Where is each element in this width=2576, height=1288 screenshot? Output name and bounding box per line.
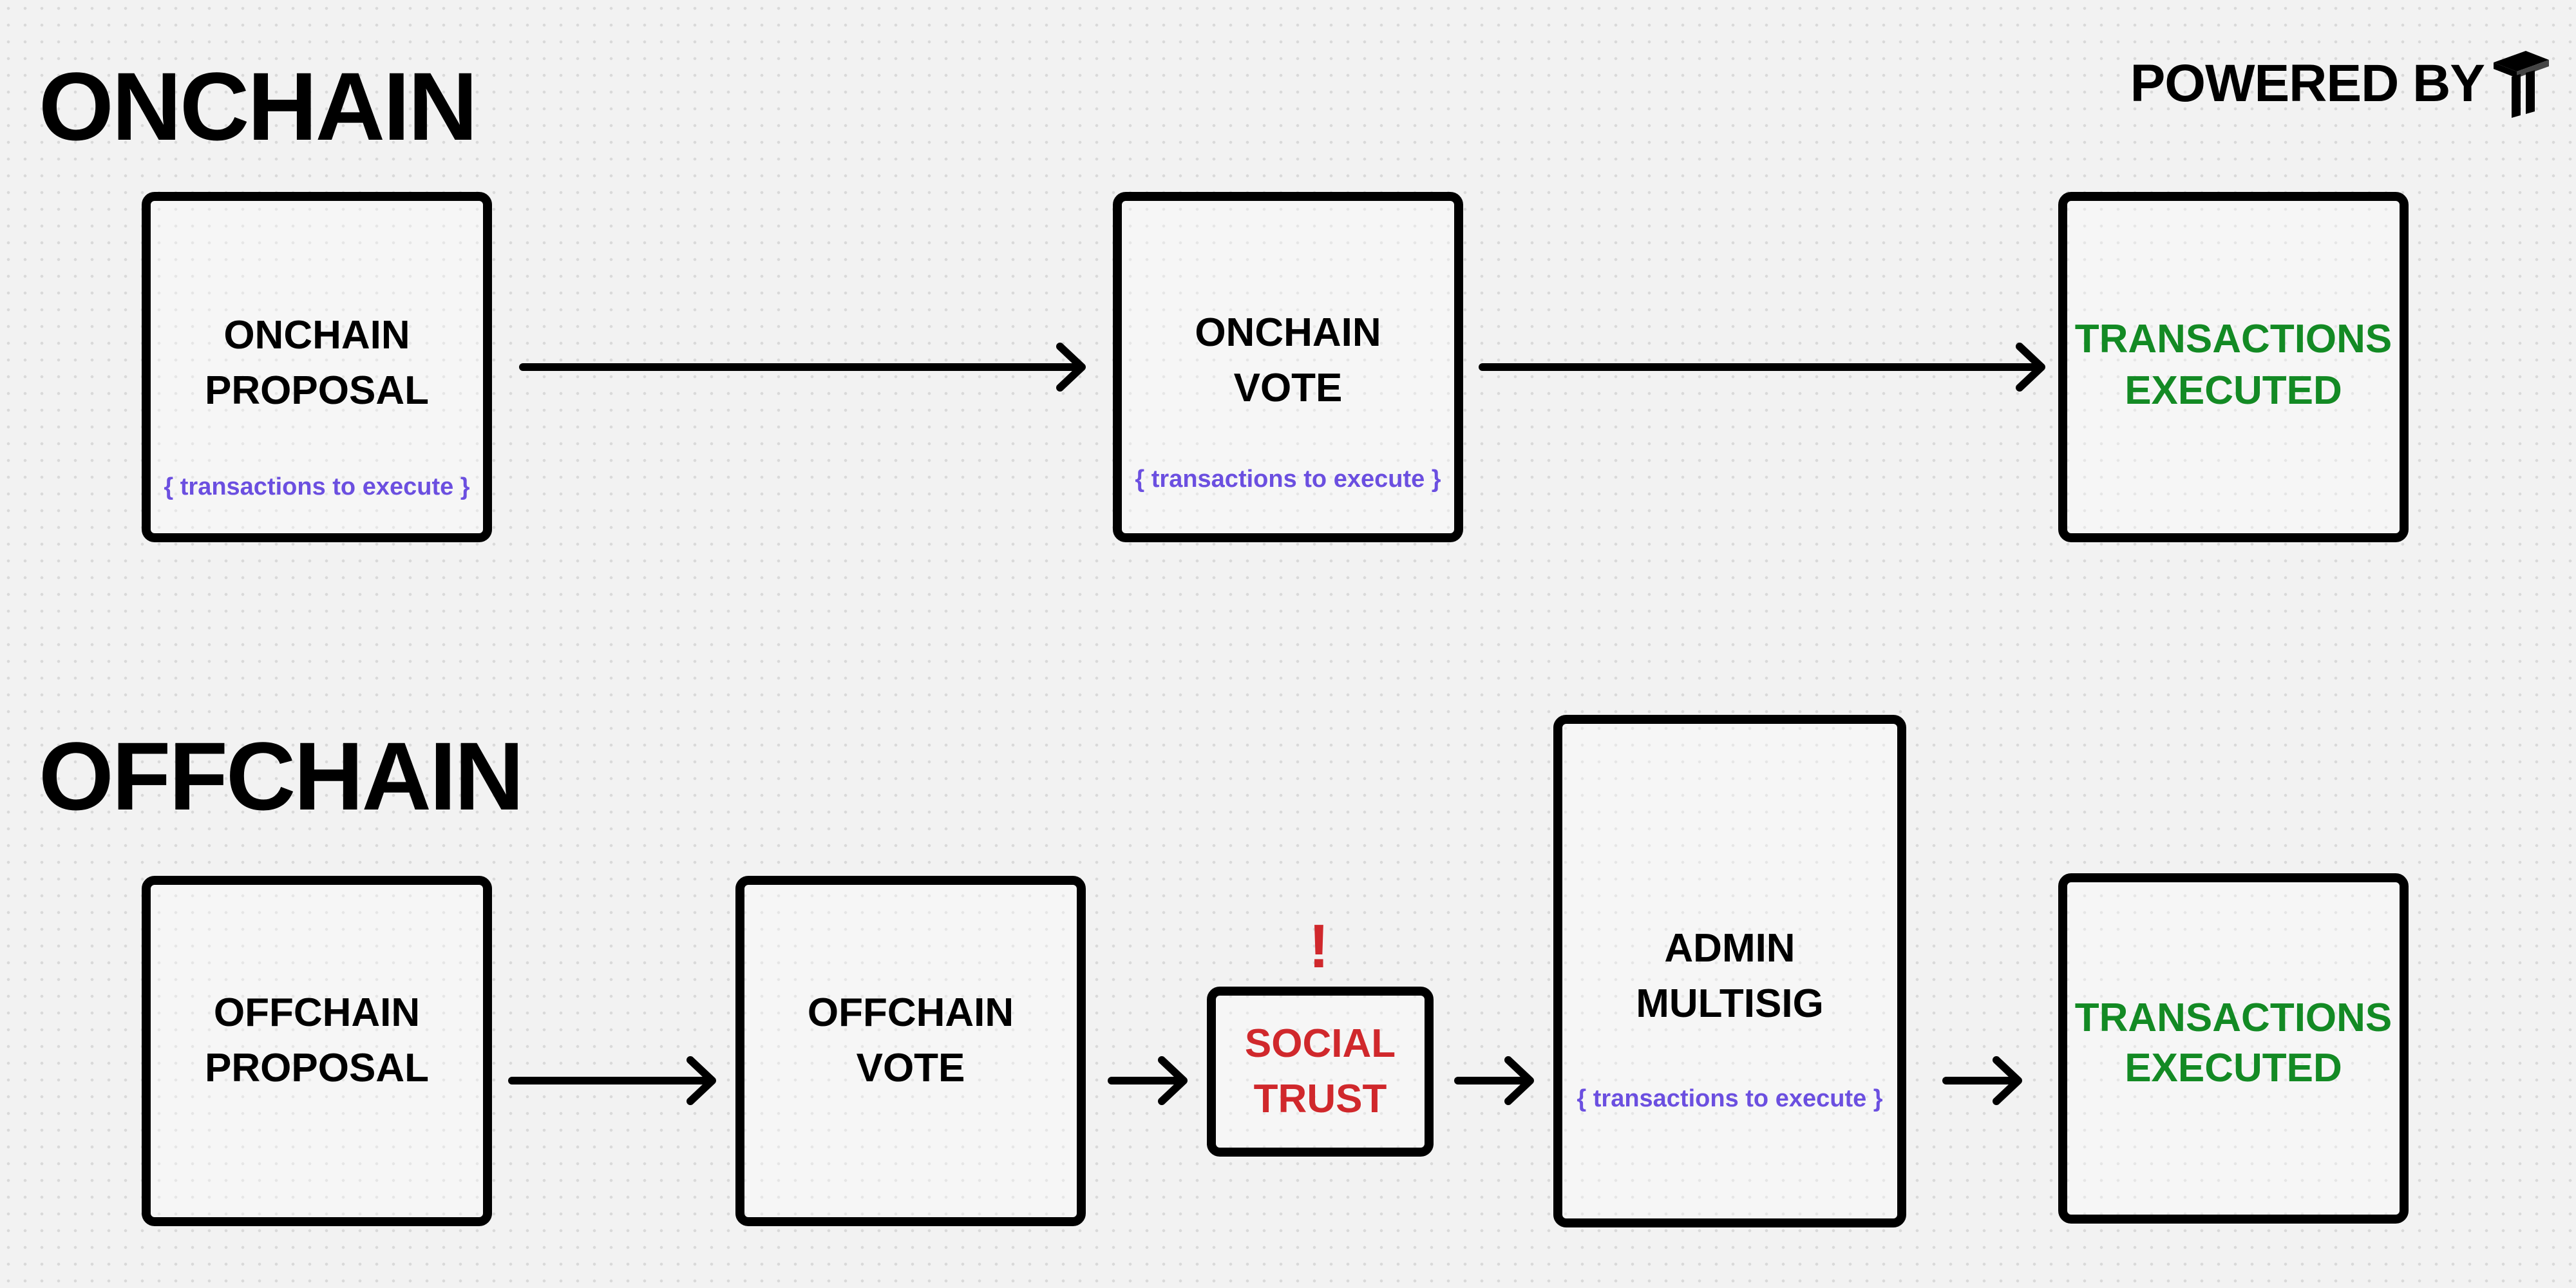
section-title-offchain: OFFCHAIN xyxy=(39,722,524,830)
offchain-proposal-label-line2: PROPOSAL xyxy=(205,1046,429,1090)
onchain-vote-box: ONCHAIN VOTE { transactions to execute } xyxy=(1113,192,1463,542)
arrow-onchain-vote-to-executed xyxy=(1479,343,2045,392)
powered-by-brand: POWERED BY xyxy=(2130,45,2550,122)
arrow-offchain-proposal-to-vote xyxy=(508,1056,716,1105)
social-trust-warning-mark: ! xyxy=(1309,912,1329,981)
section-title-onchain: ONCHAIN xyxy=(39,52,478,160)
arrow-social-trust-to-multisig xyxy=(1454,1056,1534,1105)
onchain-executed-label-line2: EXECUTED xyxy=(2125,368,2342,413)
offchain-vote-label-line2: VOTE xyxy=(856,1046,965,1090)
offchain-proposal-label-line1: OFFCHAIN xyxy=(213,990,421,1035)
onchain-proposal-label-line2: PROPOSAL xyxy=(205,368,429,413)
powered-by-text: POWERED BY xyxy=(2130,54,2485,113)
admin-multisig-label-line2: MULTISIG xyxy=(1636,981,1824,1026)
onchain-proposal-label-line1: ONCHAIN xyxy=(223,313,410,357)
admin-multisig-note: { transactions to execute } xyxy=(1577,1085,1883,1112)
arrow-multisig-to-executed xyxy=(1942,1056,2022,1105)
offchain-vote-label-line1: OFFCHAIN xyxy=(807,990,1014,1035)
onchain-executed-box: TRANSACTIONS EXECUTED xyxy=(2058,192,2409,542)
onchain-proposal-box: ONCHAIN PROPOSAL { transactions to execu… xyxy=(142,192,492,542)
offchain-vote-box: OFFCHAIN VOTE xyxy=(735,876,1086,1226)
offchain-proposal-box: OFFCHAIN PROPOSAL xyxy=(142,876,492,1226)
admin-multisig-box: ADMIN MULTISIG { transactions to execute… xyxy=(1553,715,1906,1227)
offchain-executed-label-line2: EXECUTED xyxy=(2125,1046,2342,1090)
onchain-executed-label-line1: TRANSACTIONS xyxy=(2074,317,2392,361)
onchain-proposal-note: { transactions to execute } xyxy=(164,473,470,500)
onchain-vote-label-line2: VOTE xyxy=(1233,366,1343,410)
social-trust-label-line1: SOCIAL xyxy=(1244,1021,1396,1066)
arrow-offchain-vote-to-social-trust xyxy=(1108,1056,1188,1105)
stacked-t-logo-icon xyxy=(2494,51,2549,118)
onchain-vote-label-line1: ONCHAIN xyxy=(1195,310,1381,355)
social-trust-box: SOCIAL TRUST xyxy=(1207,987,1434,1157)
onchain-vote-note: { transactions to execute } xyxy=(1135,466,1441,493)
admin-multisig-label-line1: ADMIN xyxy=(1664,926,1795,971)
arrow-onchain-proposal-to-vote xyxy=(519,343,1086,392)
offchain-executed-label-line1: TRANSACTIONS xyxy=(2074,996,2392,1040)
social-trust-label-line2: TRUST xyxy=(1253,1077,1387,1121)
offchain-executed-box: TRANSACTIONS EXECUTED xyxy=(2058,873,2409,1224)
